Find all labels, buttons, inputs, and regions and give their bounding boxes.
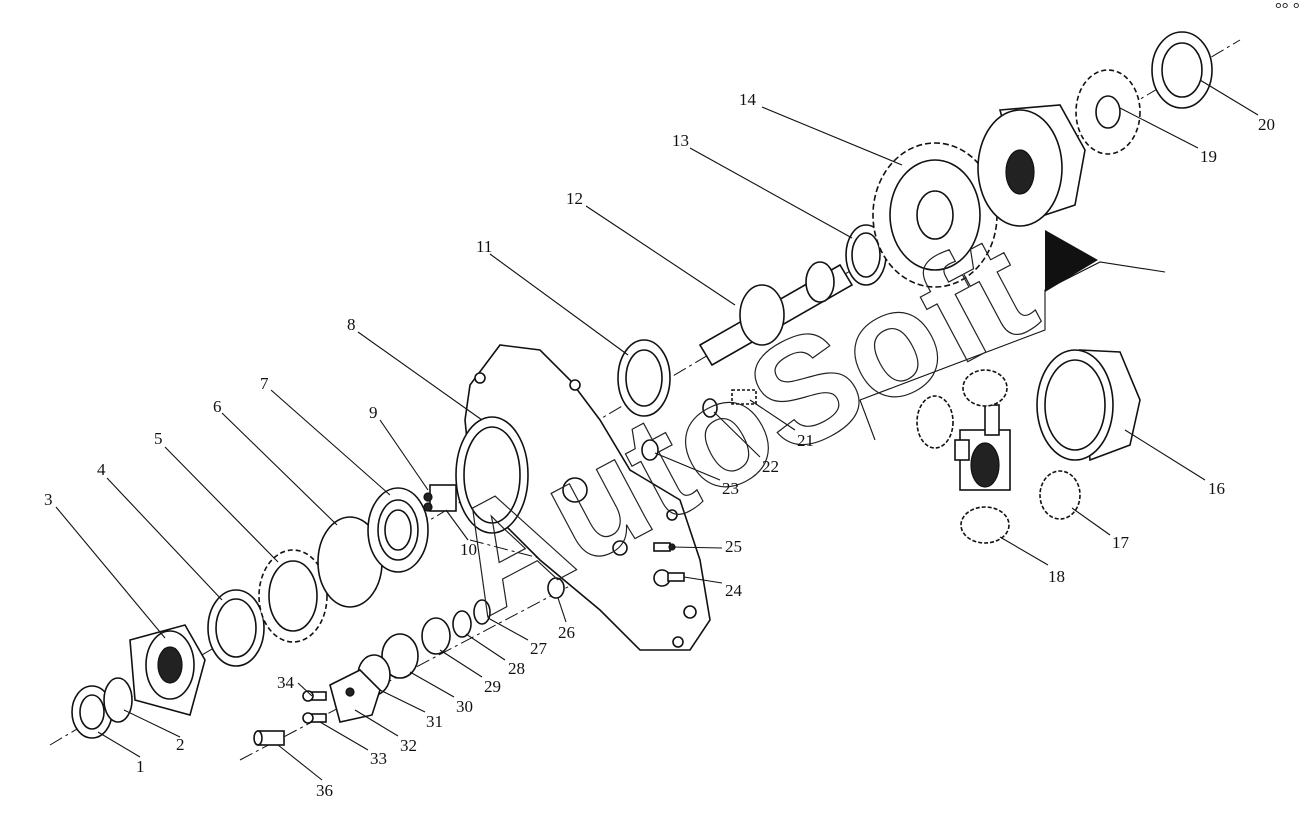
spider-pinion-left: [916, 395, 954, 449]
differential-spider: [954, 404, 1011, 491]
part-33-bolt: [302, 712, 327, 724]
part-5-toothed-ring: [258, 549, 328, 643]
part-29-gasket: [421, 617, 451, 655]
part-3-flange: [129, 624, 206, 716]
part-20-bearing: [1151, 31, 1213, 109]
spider-pinion-top: [962, 369, 1008, 407]
part-30-plate: [381, 633, 419, 679]
label-16: 16: [1208, 479, 1225, 498]
part-11-bearing-race: [617, 339, 671, 417]
part-9-10-bracket: [423, 484, 457, 512]
leader-lines: [55, 79, 1259, 781]
part-12-shaft: [698, 261, 854, 367]
label-2: 2: [176, 735, 185, 754]
label-7: 7: [260, 374, 269, 393]
part-27-washer: [473, 599, 491, 625]
corner-mark: °° °°°: [1275, 0, 1299, 18]
label-18: 18: [1048, 567, 1065, 586]
label-8: 8: [347, 315, 356, 334]
label-14: 14: [739, 90, 757, 109]
label-24: 24: [725, 581, 743, 600]
label-34: 34: [277, 673, 295, 692]
part-19-bevel-gear: [1075, 69, 1141, 155]
part-14-gear: [872, 142, 998, 288]
part-2-o-ring: [103, 677, 133, 723]
part-36-valve: [253, 730, 285, 746]
label-13: 13: [672, 131, 689, 150]
label-25: 25: [725, 537, 742, 556]
label-33: 33: [370, 749, 387, 768]
label-5: 5: [154, 429, 163, 448]
label-22: 22: [762, 457, 779, 476]
label-20: 20: [1258, 115, 1275, 134]
label-9: 9: [369, 403, 378, 422]
differential-housing: [977, 104, 1086, 227]
detail-inset-frame-edge: [859, 399, 876, 441]
label-28: 28: [508, 659, 525, 678]
part-24-bolt: [653, 569, 685, 587]
part-34-bolt: [302, 690, 327, 702]
label-30: 30: [456, 697, 473, 716]
label-12: 12: [566, 189, 583, 208]
label-27: 27: [530, 639, 548, 658]
part-22-pin: [702, 398, 718, 418]
label-36: 36: [316, 781, 333, 800]
part-4-seal-ring: [207, 589, 265, 667]
part-8-housing: [455, 344, 711, 651]
label-1: 1: [136, 757, 145, 776]
label-26: 26: [558, 623, 575, 642]
lower-axis: [239, 569, 601, 761]
label-23: 23: [722, 479, 739, 498]
part-18-pinion-gear: [960, 506, 1010, 544]
label-3: 3: [44, 490, 53, 509]
detail-pointer-arrow: [1045, 230, 1098, 292]
label-4: 4: [97, 460, 106, 479]
part-28-bushing: [452, 610, 472, 638]
part-16-differential-cup: [1036, 349, 1141, 462]
label-19: 19: [1200, 147, 1217, 166]
label-21: 21: [797, 431, 814, 450]
label-6: 6: [213, 397, 222, 416]
label-29: 29: [484, 677, 501, 696]
part-32-cover: [329, 669, 381, 723]
label-32: 32: [400, 736, 417, 755]
label-17: 17: [1112, 533, 1130, 552]
label-11: 11: [476, 237, 492, 256]
label-10: 10: [460, 540, 477, 559]
part-26-nut: [547, 577, 565, 599]
part-17-pinion-gear: [1039, 470, 1081, 520]
label-31: 31: [426, 712, 443, 731]
part-7-bearing: [367, 487, 429, 573]
part-23-bushing: [641, 439, 659, 461]
